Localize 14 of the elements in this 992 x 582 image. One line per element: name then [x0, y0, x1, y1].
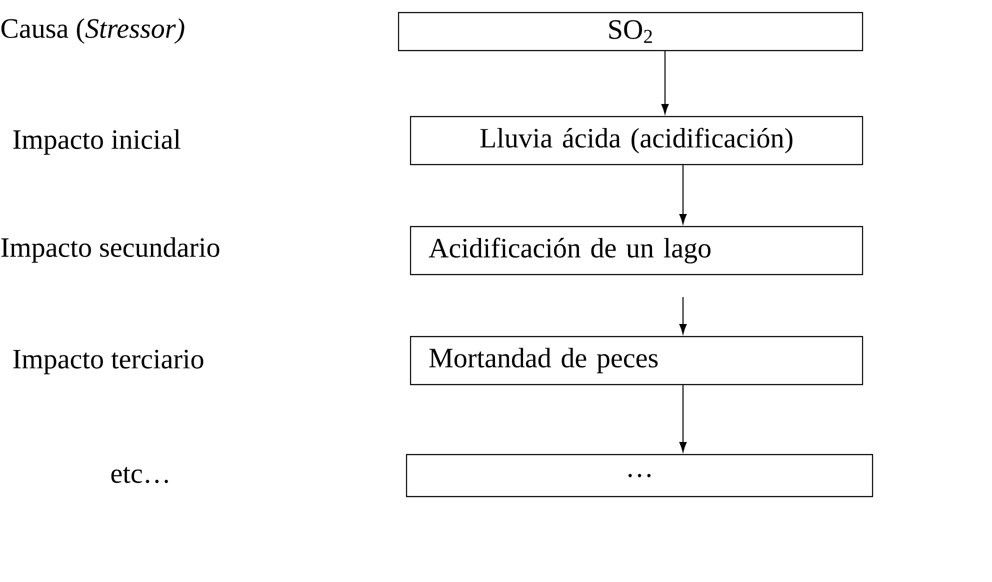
- process-box: SO$_{2}$: [398, 12, 864, 52]
- process-box: Acidificación de un lago: [410, 226, 864, 276]
- row-label: etc…: [111, 466, 168, 484]
- arrow: [661, 51, 669, 114]
- arrow: [679, 165, 687, 224]
- row-label: Causa (Stressor): [1, 18, 184, 44]
- process-box: Mortandad de peces: [410, 336, 864, 386]
- row-label: Impacto secundario: [1, 237, 220, 263]
- process-box: Lluvia ácida (acidificación): [410, 116, 864, 166]
- arrow: [679, 297, 687, 334]
- row-label: Impacto inicial: [13, 129, 180, 155]
- process-box: …: [406, 454, 874, 498]
- arrow: [679, 385, 687, 452]
- row-label: Impacto terciario: [13, 350, 204, 374]
